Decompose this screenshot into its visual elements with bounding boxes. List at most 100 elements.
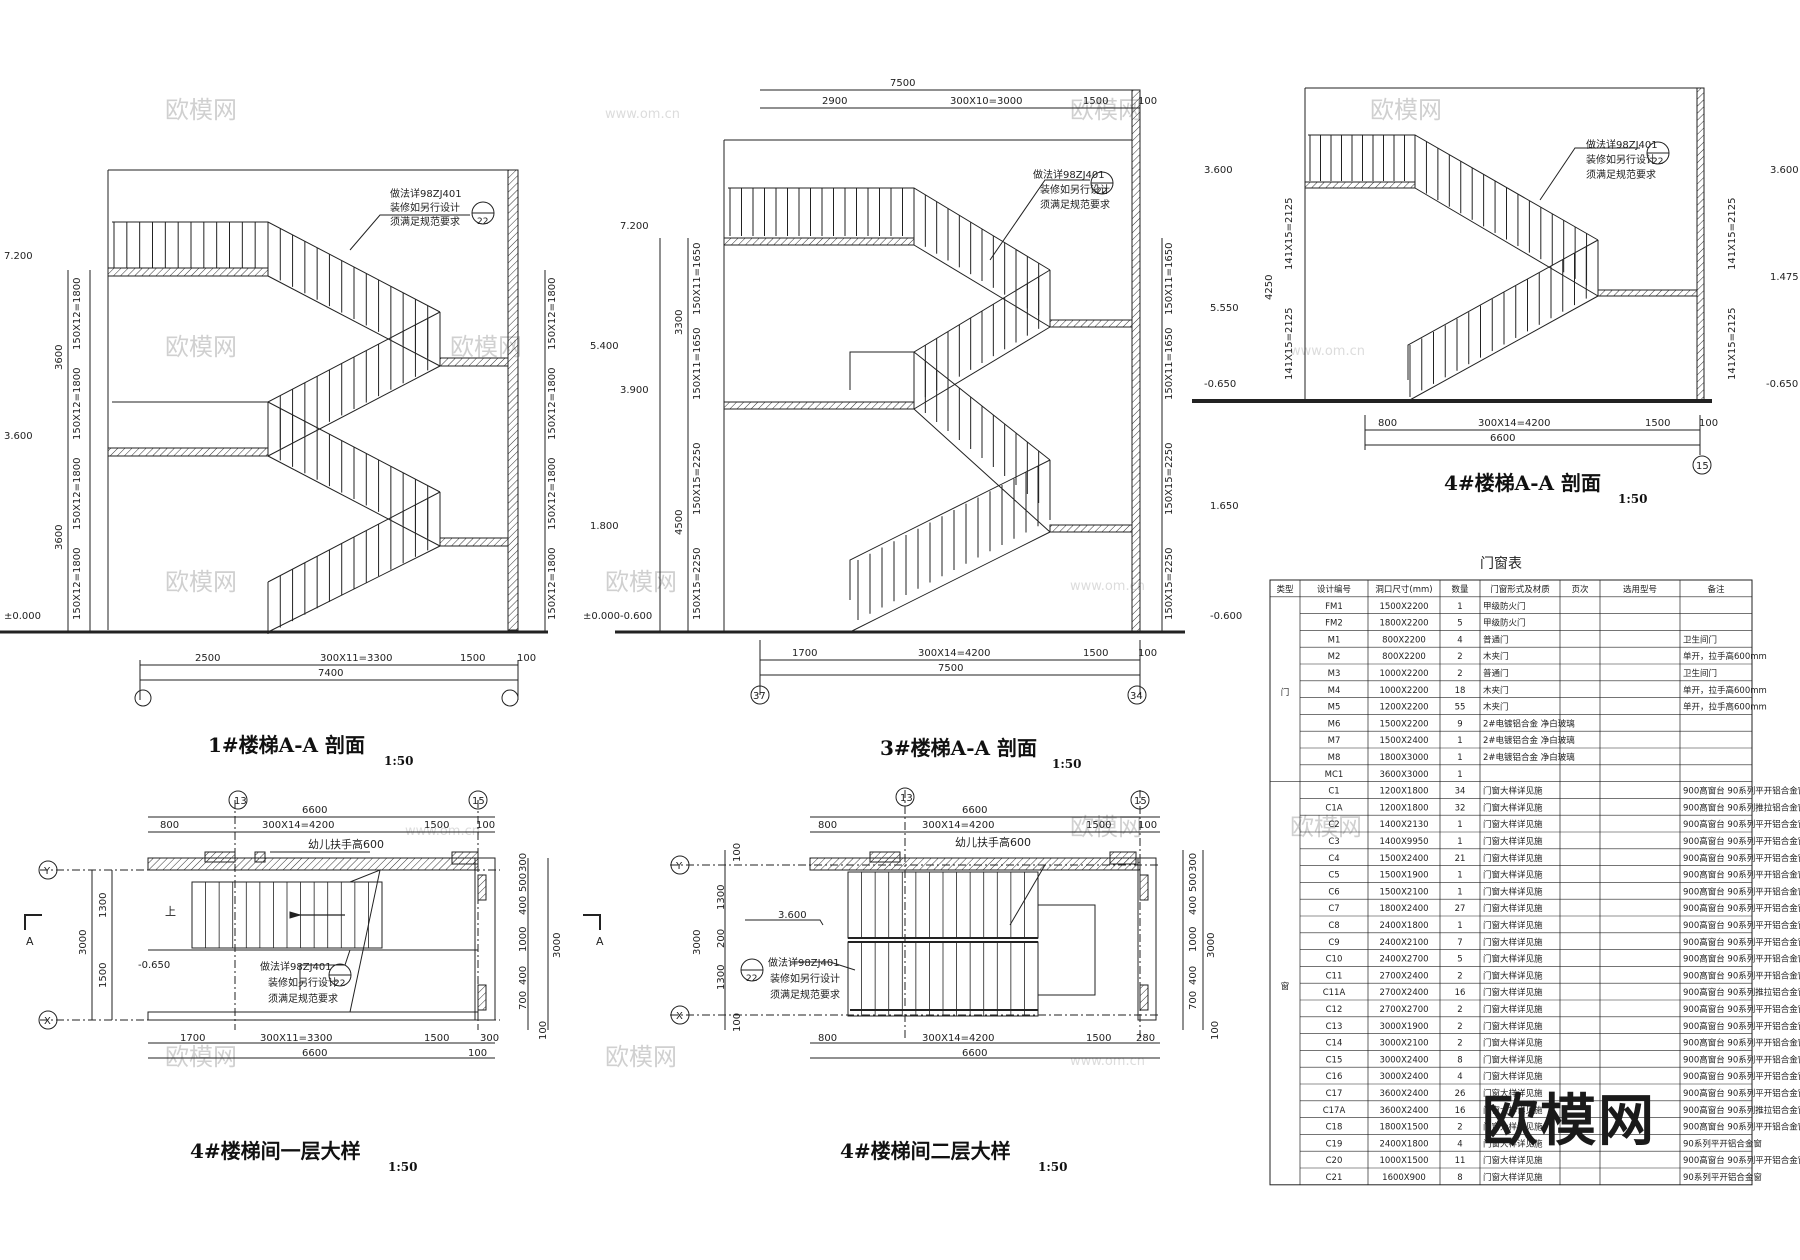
s3-axis-1: 37: [753, 691, 766, 702]
watermark-text: 欧模网: [605, 568, 677, 596]
table-cell: 1500X2400: [1379, 854, 1428, 864]
s1-rdim-2: 150X12=1800: [547, 368, 558, 441]
s4-note-3: 须满足规范要求: [1586, 168, 1656, 181]
table-cell: C1: [1328, 787, 1339, 797]
table-header-cell: 备注: [1707, 584, 1725, 595]
table-cell: FM2: [1325, 619, 1343, 629]
table-cell: 16: [1455, 988, 1466, 998]
s4-level-5: -0.650: [1766, 379, 1798, 390]
table-cell: 900高窗台 90系列平开铝合金窗: [1683, 1122, 1800, 1133]
table-cell: 门窗大样详见施: [1483, 1138, 1543, 1149]
p1-sec-a-2: A: [596, 935, 604, 948]
table-cell: C1A: [1325, 803, 1342, 813]
s4-rdim-1: 141X15=2125: [1727, 198, 1738, 271]
p2-ldim-2: 1300: [716, 885, 727, 910]
p2-note-2: 装修如另行设计: [770, 972, 840, 985]
p2-rdim-2: 500: [1188, 873, 1199, 892]
s3-scale: 1:50: [1052, 757, 1081, 771]
table-cell: 900高窗台 90系列推拉铝合金窗: [1683, 987, 1800, 998]
watermark-text: www.om.cn: [1070, 1054, 1145, 1069]
table-cell: 900高窗台 90系列平开铝合金窗: [1683, 886, 1800, 897]
table-cell: 1: [1457, 753, 1462, 763]
table-cell: 1000X2200: [1379, 669, 1428, 679]
table-cell: 2400X2700: [1379, 955, 1428, 965]
p2-bot-total: 6600: [962, 1048, 987, 1059]
table-cell: 门窗大样详见施: [1483, 954, 1543, 965]
watermark-text: 欧模网: [605, 1043, 677, 1071]
s1-level-3: ±0.000: [4, 611, 41, 622]
s1-level-2: 3.600: [4, 431, 33, 442]
table-cell: 900高窗台 90系列平开铝合金窗: [1683, 836, 1800, 847]
s4-level-2: -0.650: [1204, 379, 1236, 390]
p1-bot-5: 300: [480, 1033, 499, 1044]
table-cell: 木夹门: [1483, 702, 1509, 713]
p1-top-1: 800: [160, 820, 179, 831]
plan-1-drawing: [24, 790, 601, 1059]
table-cell: 5: [1457, 619, 1462, 629]
table-cell: 3600X2400: [1379, 1106, 1428, 1116]
table-cell: 900高窗台 90系列推拉铝合金窗: [1683, 1105, 1800, 1116]
p1-axis-y: Y: [43, 866, 51, 877]
table-cell: 普通门: [1483, 634, 1509, 645]
s4-ldim-2: 4250: [1264, 275, 1275, 300]
table-cell: 3600X2400: [1379, 1089, 1428, 1099]
table-cell: 1500X2200: [1379, 719, 1428, 729]
table-cell: 34: [1455, 787, 1466, 797]
p1-scale: 1:50: [388, 1160, 417, 1174]
table-cell: C3: [1328, 837, 1339, 847]
table-cell: 18: [1455, 686, 1466, 696]
table-cell: 1: [1457, 820, 1462, 830]
p1-ldim-2: 3000: [78, 930, 89, 955]
p2-bot-1: 800: [818, 1033, 837, 1044]
p1-top-total: 6600: [302, 805, 327, 816]
table-cell: 8: [1457, 1055, 1462, 1065]
table-cell: 900高窗台 90系列平开铝合金窗: [1683, 1071, 1800, 1082]
table-group-label: 门: [1281, 687, 1290, 698]
table-header-cell: 洞口尺寸(mm): [1375, 584, 1432, 595]
s3-bdim-3: 1500: [1083, 648, 1108, 659]
s3-ldim-1: 150X11=1650: [692, 243, 703, 316]
s4-total: 6600: [1490, 433, 1515, 444]
s3-title: 3#楼梯A-A 剖面: [880, 736, 1037, 760]
table-cell: 3000X2400: [1379, 1055, 1428, 1065]
table-cell: 1400X2130: [1379, 820, 1428, 830]
p1-axis-x: X: [44, 1016, 51, 1027]
door-window-table: 门窗表 类型设计编号洞口尺寸(mm)数量门窗形式及材质页次选用型号备注门窗FM1…: [1269, 555, 1800, 1186]
table-cell: 900高窗台 90系列平开铝合金窗: [1683, 1021, 1800, 1032]
table-cell: 900高窗台 90系列平开铝合金窗: [1683, 1004, 1800, 1015]
table-cell: 门窗大样详见施: [1483, 870, 1543, 881]
watermark-text: 欧模网: [165, 96, 237, 124]
table-cell: 门窗大样详见施: [1483, 1038, 1543, 1049]
table-cell: 55: [1455, 703, 1466, 713]
s3-level-1: 7.200: [620, 221, 649, 232]
table-cell: 单开，拉手高600mm: [1683, 702, 1767, 713]
table-cell: 2700X2400: [1379, 988, 1428, 998]
s4-title: 4#楼梯A-A 剖面: [1444, 471, 1601, 495]
table-cell: 1800X2200: [1379, 619, 1428, 629]
p2-scale: 1:50: [1038, 1160, 1067, 1174]
p2-title: 4#楼梯间二层大样: [840, 1139, 1011, 1163]
table-cell: 900高窗台 90系列平开铝合金窗: [1683, 1038, 1800, 1049]
table-cell: 卫生间门: [1683, 634, 1717, 645]
table-cell: 1400X9950: [1379, 837, 1428, 847]
table-cell: C6: [1328, 887, 1339, 897]
table-cell: 卫生间门: [1683, 668, 1717, 679]
table-cell: 1: [1457, 736, 1462, 746]
table-cell: 1500X2400: [1379, 736, 1428, 746]
s3-total: 7500: [938, 663, 963, 674]
table-cell: 8: [1457, 1173, 1462, 1183]
p1-axis-15: 15: [472, 796, 485, 807]
table-cell: 1200X1800: [1379, 803, 1428, 813]
s3-ldim-2: 3300: [674, 310, 685, 335]
table-header-cell: 门窗形式及材质: [1490, 584, 1550, 595]
s1-rdim-1: 150X12=1800: [547, 278, 558, 351]
table-cell: MC1: [1325, 770, 1344, 780]
table-cell: 3000X2100: [1379, 1039, 1428, 1049]
table-cell: 2#电镀铝合金 净白玻璃: [1483, 752, 1575, 763]
table-cell: 900高窗台 90系列平开铝合金窗: [1683, 1088, 1800, 1099]
table-cell: C4: [1328, 854, 1339, 864]
table-header-cell: 页次: [1571, 584, 1589, 595]
s1-bdim-1: 2500: [195, 653, 220, 664]
table-cell: 4: [1457, 1139, 1462, 1149]
p2-top-1: 800: [818, 820, 837, 831]
